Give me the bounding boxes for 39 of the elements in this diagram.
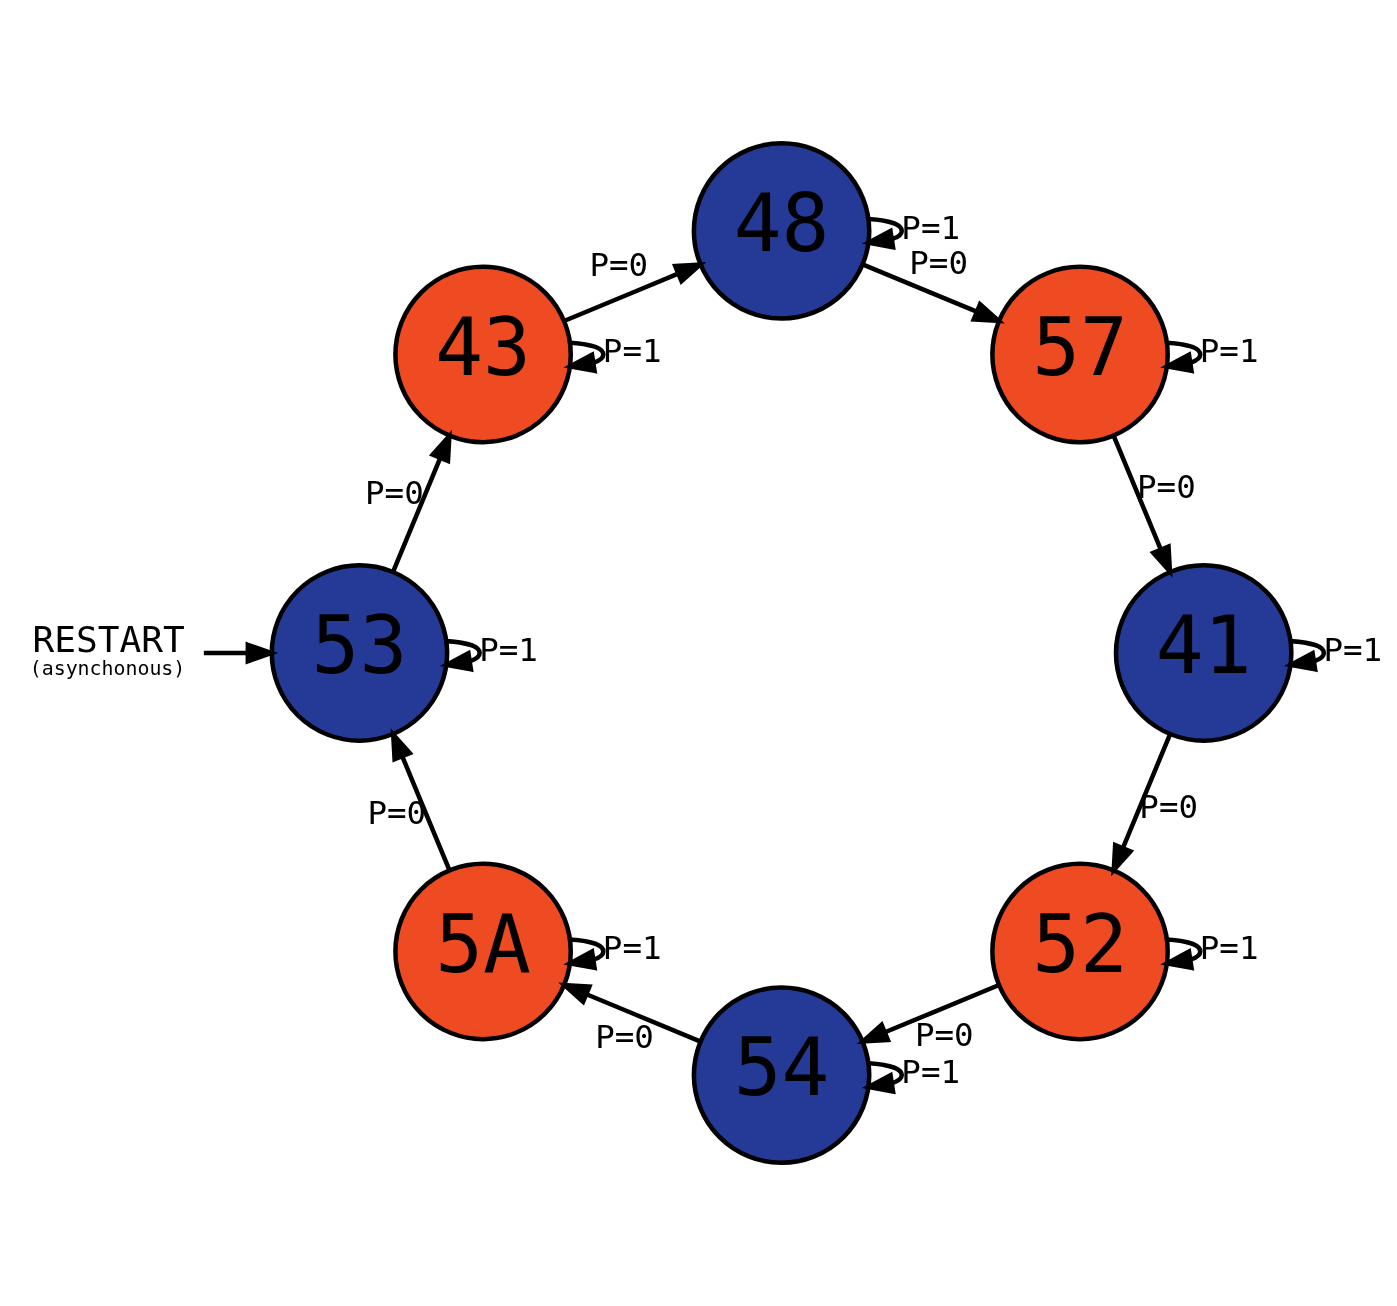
edge-label: P=0	[367, 793, 427, 832]
node-circle: 41	[1113, 563, 1294, 743]
edge-label: P=1	[901, 1053, 961, 1092]
arrow	[1160, 937, 1203, 971]
arrow	[563, 262, 707, 323]
arrow	[558, 982, 701, 1044]
node-circle: 5A	[393, 861, 573, 1042]
arrow	[203, 641, 279, 665]
node-circle: 52	[990, 861, 1170, 1042]
node-text: RESTART (asynchonous)	[29, 618, 186, 681]
edge-label: P=0	[914, 1015, 974, 1054]
arrow	[861, 216, 905, 251]
edge-label: P=1	[1199, 332, 1259, 371]
node-circle: 57	[990, 264, 1170, 445]
arrow	[439, 638, 482, 673]
edge-label: P=1	[1323, 630, 1383, 669]
arrow	[861, 1060, 905, 1095]
edge-label: P=0	[589, 246, 649, 285]
arrow	[856, 983, 1000, 1044]
edge-label: P=1	[479, 630, 538, 669]
node-circle: 54	[691, 985, 872, 1166]
edge-label: P=0	[365, 473, 424, 512]
arrow	[390, 728, 452, 871]
arrow	[1283, 638, 1327, 673]
node-circle: 48	[691, 140, 872, 321]
edge-label: P=1	[1199, 929, 1259, 968]
arrow	[1111, 733, 1172, 877]
arrow	[1160, 340, 1203, 374]
edge-label: P=0	[595, 1018, 654, 1057]
node-circle: 53	[269, 563, 450, 743]
edge-label: P=0	[1137, 468, 1196, 507]
arrow	[1111, 435, 1173, 578]
arrow	[391, 429, 452, 573]
arrow	[563, 937, 606, 971]
node-circle: 43	[393, 264, 573, 445]
edge-label: P=1	[602, 929, 662, 968]
arrow	[563, 340, 606, 374]
arrow	[862, 262, 1005, 324]
edge-label: P=1	[602, 332, 662, 371]
